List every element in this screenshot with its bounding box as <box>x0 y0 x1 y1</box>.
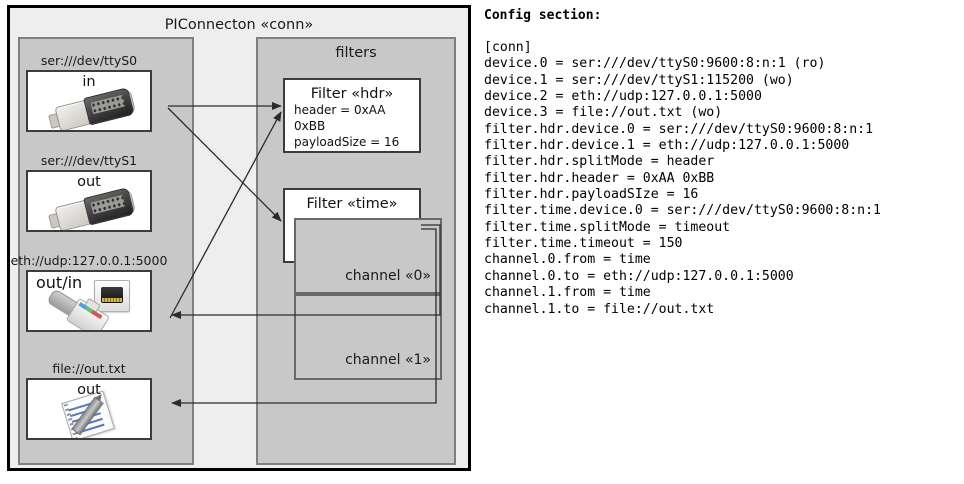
filter-property: payloadSize = 16 <box>294 135 400 149</box>
ethernet-rj45-icon <box>28 272 150 330</box>
config-text: [conn] device.0 = ser:///dev/ttyS0:9600:… <box>484 40 881 317</box>
config-section: Config section: [conn] device.0 = ser://… <box>484 8 960 318</box>
diagram-title: PIConnecton «conn» <box>164 17 314 33</box>
device-box[interactable]: in <box>26 70 152 132</box>
channel-label: channel «1» <box>345 352 431 368</box>
device-ser-ttys1[interactable]: ser:///dev/ttyS1 out <box>26 152 152 232</box>
device-direction: out <box>77 174 101 190</box>
filter-hdr-box[interactable]: Filter «hdr» header = 0xAA 0xBB payloadS… <box>283 78 421 153</box>
config-heading: Config section: <box>484 8 602 23</box>
filter-title: Filter «time» <box>306 196 398 212</box>
device-box[interactable]: out <box>26 170 152 232</box>
device-label: ser:///dev/ttyS0 <box>40 53 138 68</box>
channel-0-box[interactable]: channel «0» <box>294 218 442 294</box>
device-eth-udp[interactable]: eth://udp:127.0.0.1:5000 out/in <box>11 252 167 332</box>
filter-title: Filter «hdr» <box>310 86 394 102</box>
device-label: file://out.txt <box>52 361 126 376</box>
device-box[interactable]: out <box>26 378 152 440</box>
channel-1-box[interactable]: channel «1» <box>294 294 442 380</box>
channel-label: channel «0» <box>345 268 431 284</box>
device-label: ser:///dev/ttyS1 <box>40 153 138 168</box>
device-ser-ttys0[interactable]: ser:///dev/ttyS0 in <box>26 52 152 132</box>
device-file-out[interactable]: file://out.txt out <box>26 360 152 440</box>
device-direction: out/in <box>36 273 83 292</box>
device-direction: in <box>82 74 96 90</box>
filters-panel-title: filters <box>335 45 377 61</box>
device-box[interactable]: out/in <box>26 270 152 332</box>
filter-property: header = 0xAA 0xBB <box>294 103 386 133</box>
device-direction: out <box>77 382 101 398</box>
device-label: eth://udp:127.0.0.1:5000 <box>10 253 168 268</box>
